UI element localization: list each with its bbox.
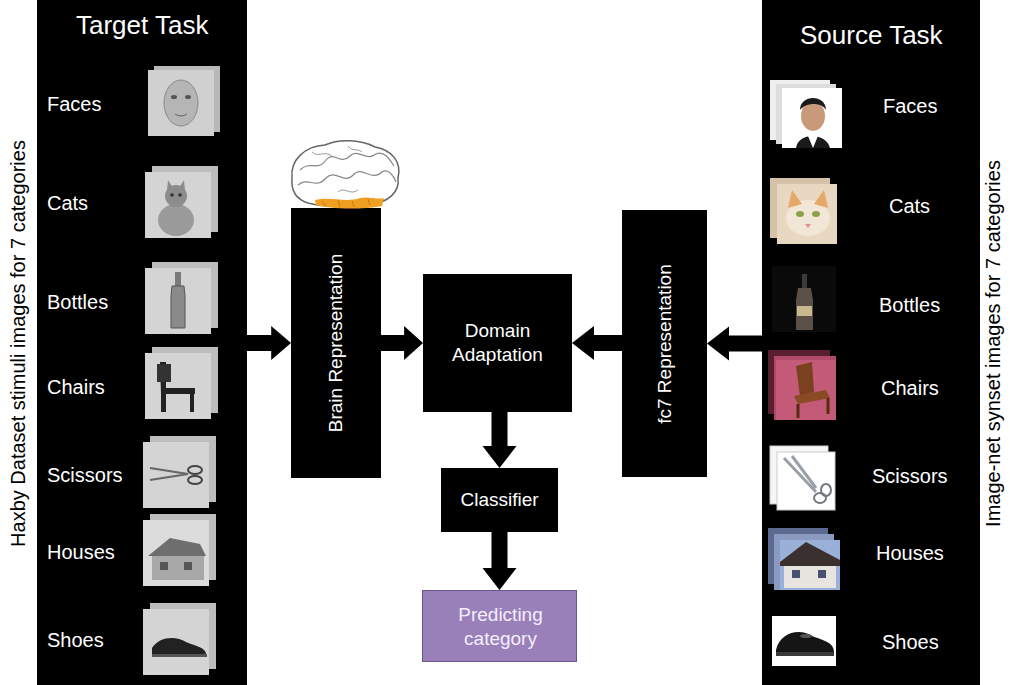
category-label: Chairs (881, 377, 939, 400)
block-arrow (381, 326, 423, 360)
category-label: Scissors (872, 465, 948, 488)
category-label: Shoes (47, 629, 104, 652)
category-label: Houses (47, 541, 115, 564)
category-label: Shoes (882, 631, 939, 654)
category-label: Bottles (47, 291, 108, 314)
block-arrow (247, 326, 291, 360)
block-arrow (483, 532, 517, 590)
category-label: Chairs (47, 376, 105, 399)
process-box: Classifier (441, 468, 558, 532)
side-caption: Haxby Dataset stimuli images for 7 categ… (7, 140, 30, 547)
category-label: Cats (889, 195, 930, 218)
category-label: Faces (883, 95, 937, 118)
representation-box: fc7 Representation (622, 210, 707, 477)
panel-title: Target Task (76, 10, 208, 41)
category-label: Faces (47, 93, 101, 116)
category-label: Houses (876, 542, 944, 565)
category-label: Scissors (47, 464, 123, 487)
stimulus-images (143, 66, 220, 675)
category-label: Bottles (879, 294, 940, 317)
process-box: Domain Adaptation (423, 274, 572, 412)
block-arrow (572, 326, 622, 360)
box-label: Brain Representation (325, 254, 347, 433)
category-label: Cats (47, 192, 88, 215)
box-label: Domain Adaptation (435, 319, 560, 367)
task-panel: Source TaskFacesCatsBottlesChairsScissor… (762, 0, 980, 685)
block-arrow (707, 327, 762, 361)
side-caption: Image-net synset images for 7 categories (982, 160, 1005, 527)
representation-box: Brain Representation (291, 208, 381, 478)
imagenet-images (768, 80, 842, 666)
block-arrow (483, 412, 517, 468)
output-box: Predicting category (422, 590, 577, 662)
box-label: Predicting category (435, 603, 566, 651)
brain-illustration (292, 141, 399, 209)
task-panel: Target TaskFacesCatsBottlesChairsScissor… (37, 0, 247, 685)
box-label: Classifier (453, 488, 546, 512)
box-label: fc7 Representation (654, 264, 676, 424)
panel-title: Source Task (800, 20, 943, 51)
